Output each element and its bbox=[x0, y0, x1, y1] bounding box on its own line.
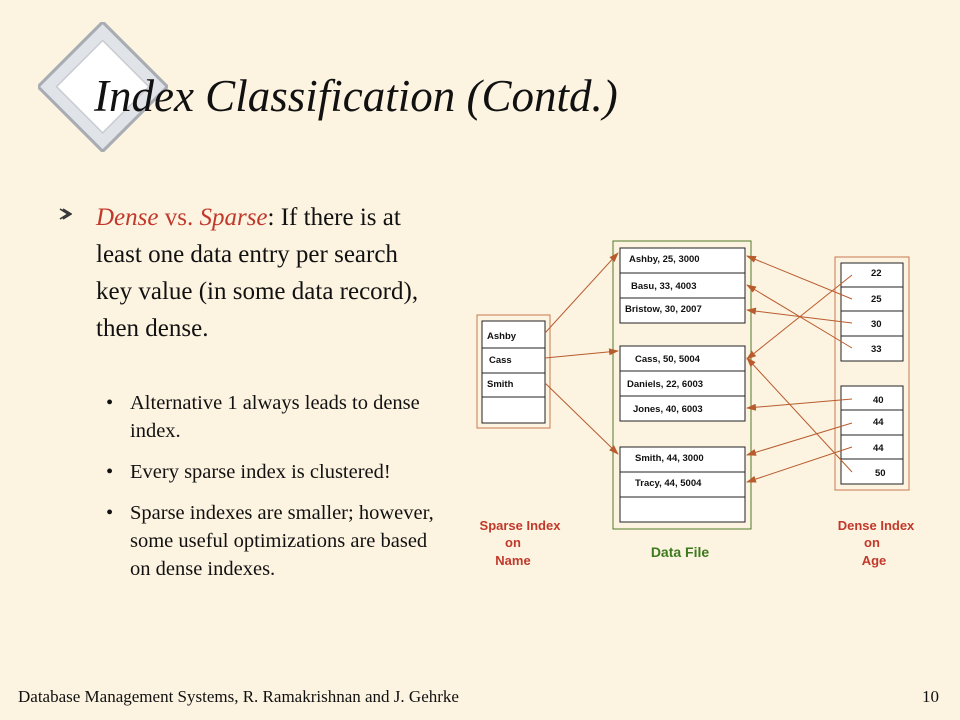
data-record: Cass, 50, 5004 bbox=[635, 354, 701, 365]
pointer-arrow bbox=[746, 255, 853, 300]
main-bullet: Dense vs. Sparse: If there is at least o… bbox=[58, 199, 438, 347]
page-number: 10 bbox=[922, 687, 939, 706]
data-record: Daniels, 22, 6003 bbox=[627, 379, 703, 390]
data-record: Bristow, 30, 2007 bbox=[625, 304, 702, 315]
dense-entry: 40 bbox=[873, 395, 884, 406]
sparse-index-label: on bbox=[505, 535, 521, 550]
sparse-entry: Cass bbox=[489, 355, 512, 366]
diamond-decoration bbox=[38, 22, 168, 152]
pointer-arrow bbox=[544, 382, 619, 455]
data-page bbox=[619, 247, 746, 324]
sub-bullet: Every sparse index is clustered! bbox=[106, 458, 436, 486]
term-colon: : bbox=[267, 204, 275, 231]
sparse-entry: Smith bbox=[487, 379, 514, 390]
sparse-index-label: Sparse Index bbox=[480, 518, 562, 533]
data-record: Tracy, 44, 5004 bbox=[635, 478, 702, 489]
data-record: Ashby, 25, 3000 bbox=[629, 254, 700, 265]
data-record: Jones, 40, 6003 bbox=[633, 404, 703, 415]
pointer-arrow bbox=[746, 422, 853, 456]
dense-index-outer bbox=[834, 256, 910, 491]
dense-entry: 30 bbox=[871, 319, 882, 330]
data-page bbox=[619, 345, 746, 422]
data-record: Smith, 44, 3000 bbox=[635, 453, 704, 464]
sub-bullet: Alternative 1 always leads to dense inde… bbox=[106, 389, 436, 445]
dense-pointers bbox=[746, 255, 853, 483]
pointer-arrow bbox=[746, 446, 853, 483]
sub-bullet: Sparse indexes are smaller; however, som… bbox=[106, 499, 436, 583]
dense-entry: 22 bbox=[871, 268, 882, 279]
pointer-arrow bbox=[746, 398, 853, 411]
term-dense: Dense bbox=[96, 204, 159, 231]
sparse-index-outer bbox=[476, 314, 551, 429]
dense-index-label: Dense Index bbox=[838, 518, 915, 533]
data-file-label: Data File bbox=[651, 544, 710, 560]
sparse-index-label: Name bbox=[495, 553, 530, 568]
pointer-arrow bbox=[544, 348, 619, 359]
sparse-pointers bbox=[544, 252, 619, 455]
pointer-arrow bbox=[746, 357, 853, 473]
dense-entry: 44 bbox=[873, 443, 884, 454]
dense-entry: 44 bbox=[873, 417, 884, 428]
term-vs: vs. bbox=[164, 204, 194, 231]
sparse-index-box bbox=[481, 320, 546, 424]
sparse-entry: Ashby bbox=[487, 331, 517, 342]
sub-bullet-list: Alternative 1 always leads to dense inde… bbox=[106, 389, 436, 596]
arrow-bullet-icon bbox=[59, 208, 72, 220]
pointer-arrow bbox=[746, 284, 853, 349]
data-page bbox=[619, 446, 746, 523]
footer-credit: Database Management Systems, R. Ramakris… bbox=[18, 687, 459, 706]
dense-index-page bbox=[840, 262, 904, 362]
data-file-outer bbox=[612, 240, 752, 530]
dense-entry: 33 bbox=[871, 344, 882, 355]
dense-entry: 25 bbox=[871, 294, 882, 305]
main-bullet-body: If there is at least one data entry per … bbox=[96, 204, 419, 342]
dense-index-label: Age bbox=[862, 553, 887, 568]
dense-entry: 50 bbox=[875, 468, 886, 479]
page-title: Index Classification (Contd.) bbox=[94, 71, 618, 121]
term-sparse: Sparse bbox=[199, 204, 268, 231]
pointer-arrow bbox=[544, 252, 619, 334]
dense-index-label: on bbox=[864, 535, 880, 550]
main-bullet-text: Dense vs. Sparse: If there is at least o… bbox=[96, 199, 438, 347]
data-record: Basu, 33, 4003 bbox=[631, 281, 697, 292]
